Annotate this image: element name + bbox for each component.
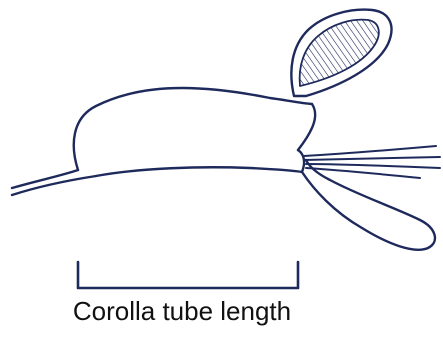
- pedicel: [12, 170, 96, 195]
- corolla-mouth: [298, 150, 304, 172]
- stamen-3: [306, 164, 440, 168]
- measurement-bracket: [78, 262, 298, 288]
- corolla-tube-length-label: Corolla tube length: [0, 296, 364, 327]
- corolla-tube-lower-outline: [96, 167, 302, 176]
- upper-lobe-hatch: [300, 20, 379, 86]
- stamen-1: [304, 146, 436, 156]
- stamen-2: [304, 157, 440, 160]
- corolla-tube-upper-outline: [74, 88, 312, 170]
- upper-lobe-base: [298, 104, 315, 150]
